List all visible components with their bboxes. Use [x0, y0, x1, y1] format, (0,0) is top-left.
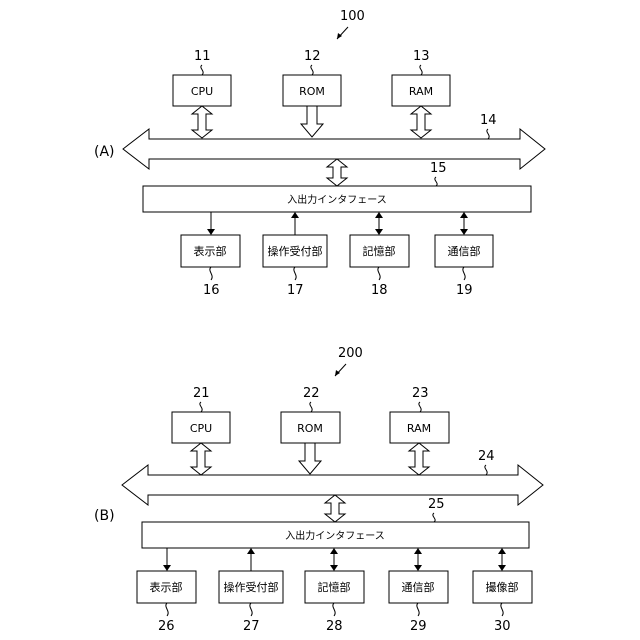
ram-bus-arrow — [411, 106, 431, 138]
diagram-a: 100 11 CPU 12 ROM 13 RAM 14 (A) — [94, 9, 545, 298]
rom-bus-arrow — [299, 443, 321, 474]
reference-number-b: 200 — [338, 346, 363, 361]
cpu-label: CPU — [191, 85, 213, 98]
imaging-arrowhead-down — [498, 565, 506, 571]
rom-label: ROM — [297, 422, 323, 435]
diagram-b: 200 21 CPU 22 ROM 23 RAM 24 (B) — [94, 346, 543, 634]
communication-unit-label: 通信部 — [402, 580, 435, 594]
io-number: 15 — [430, 161, 447, 176]
unit-storage-a: 記憶部 18 — [350, 212, 409, 298]
storage-unit-leader — [378, 267, 380, 280]
rom-leader — [311, 65, 313, 75]
ram-number: 23 — [412, 386, 429, 401]
rom-number: 22 — [303, 386, 320, 401]
unit-storage-b: 記憶部 28 — [305, 548, 364, 634]
communication-unit-number: 19 — [456, 283, 473, 298]
ram-block-a: 13 RAM — [392, 49, 450, 138]
display-unit-number: 26 — [158, 619, 175, 634]
rom-block-a: 12 ROM — [283, 49, 341, 137]
storage-unit-label: 記憶部 — [363, 244, 396, 258]
rom-bus-arrow — [301, 106, 323, 137]
unit-display-a: 表示部 16 — [181, 212, 240, 298]
unit-communication-b: 通信部 29 — [389, 548, 448, 634]
operation-unit-leader — [250, 603, 252, 616]
cpu-number: 21 — [193, 386, 210, 401]
ram-label: RAM — [407, 422, 431, 435]
display-unit-label: 表示部 — [150, 580, 183, 594]
cpu-bus-arrow — [191, 443, 211, 475]
operation-unit-leader — [294, 267, 296, 280]
cpu-label: CPU — [190, 422, 212, 435]
cpu-block-a: 11 CPU — [173, 49, 231, 138]
communication-unit-leader — [417, 603, 419, 616]
display-arrowhead — [163, 565, 171, 571]
storage-arrowhead-up — [330, 548, 338, 554]
rom-block-b: 22 ROM — [281, 386, 340, 474]
ram-leader — [420, 65, 422, 75]
rom-leader — [310, 402, 312, 412]
rom-label: ROM — [299, 85, 325, 98]
diagram-label-a: (A) — [94, 144, 115, 160]
storage-unit-label: 記憶部 — [318, 580, 351, 594]
imaging-unit-number: 30 — [494, 619, 511, 634]
storage-arrowhead-up — [375, 212, 383, 218]
communication-arrowhead-down — [414, 565, 422, 571]
display-arrowhead — [207, 229, 215, 235]
communication-unit-number: 29 — [410, 619, 427, 634]
communication-arrowhead-down — [460, 229, 468, 235]
ram-number: 13 — [413, 49, 430, 64]
operation-unit-number: 27 — [243, 619, 260, 634]
communication-arrowhead-up — [460, 212, 468, 218]
bus-number: 14 — [480, 113, 497, 128]
imaging-unit-label: 撮像部 — [486, 580, 519, 594]
rom-number: 12 — [304, 49, 321, 64]
bus-io-arrow — [327, 159, 347, 186]
io-number: 25 — [428, 497, 445, 512]
operation-unit-number: 17 — [287, 283, 304, 298]
display-unit-number: 16 — [203, 283, 220, 298]
diagram-label-b: (B) — [94, 508, 115, 524]
ram-label: RAM — [409, 85, 433, 98]
storage-unit-number: 28 — [326, 619, 343, 634]
io-interface-label: 入出力インタフェース — [285, 529, 385, 542]
storage-arrowhead-down — [375, 229, 383, 235]
unit-imaging-b: 撮像部 30 — [473, 548, 532, 634]
storage-unit-leader — [333, 603, 335, 616]
cpu-leader — [201, 65, 203, 75]
bus-io-arrow — [325, 495, 345, 522]
operation-arrowhead — [247, 548, 255, 554]
io-leader — [435, 177, 437, 186]
operation-unit-label: 操作受付部 — [224, 580, 279, 594]
operation-arrowhead — [291, 212, 299, 218]
unit-display-b: 表示部 26 — [137, 548, 196, 634]
storage-arrowhead-down — [330, 565, 338, 571]
cpu-number: 11 — [194, 49, 211, 64]
communication-arrowhead-up — [414, 548, 422, 554]
display-unit-leader — [166, 603, 168, 616]
communication-unit-label: 通信部 — [448, 244, 481, 258]
ram-block-b: 23 RAM — [390, 386, 449, 475]
operation-unit-label: 操作受付部 — [268, 244, 323, 258]
communication-unit-leader — [463, 267, 465, 280]
imaging-arrowhead-up — [498, 548, 506, 554]
unit-communication-a: 通信部 19 — [435, 212, 493, 298]
ram-bus-arrow — [409, 443, 429, 475]
display-unit-leader — [210, 267, 212, 280]
cpu-block-b: 21 CPU — [172, 386, 230, 475]
unit-operation-b: 操作受付部 27 — [219, 548, 283, 634]
cpu-leader — [200, 402, 202, 412]
ram-leader — [419, 402, 421, 412]
bus-leader — [485, 465, 487, 475]
storage-unit-number: 18 — [371, 283, 388, 298]
imaging-unit-leader — [501, 603, 503, 616]
cpu-bus-arrow — [192, 106, 212, 138]
display-unit-label: 表示部 — [194, 244, 227, 258]
bus-number: 24 — [478, 449, 495, 464]
reference-number-a: 100 — [340, 9, 365, 24]
io-leader — [433, 513, 435, 522]
bus-leader — [487, 129, 489, 139]
io-interface-label: 入出力インタフェース — [287, 193, 387, 206]
unit-operation-a: 操作受付部 17 — [263, 212, 327, 298]
